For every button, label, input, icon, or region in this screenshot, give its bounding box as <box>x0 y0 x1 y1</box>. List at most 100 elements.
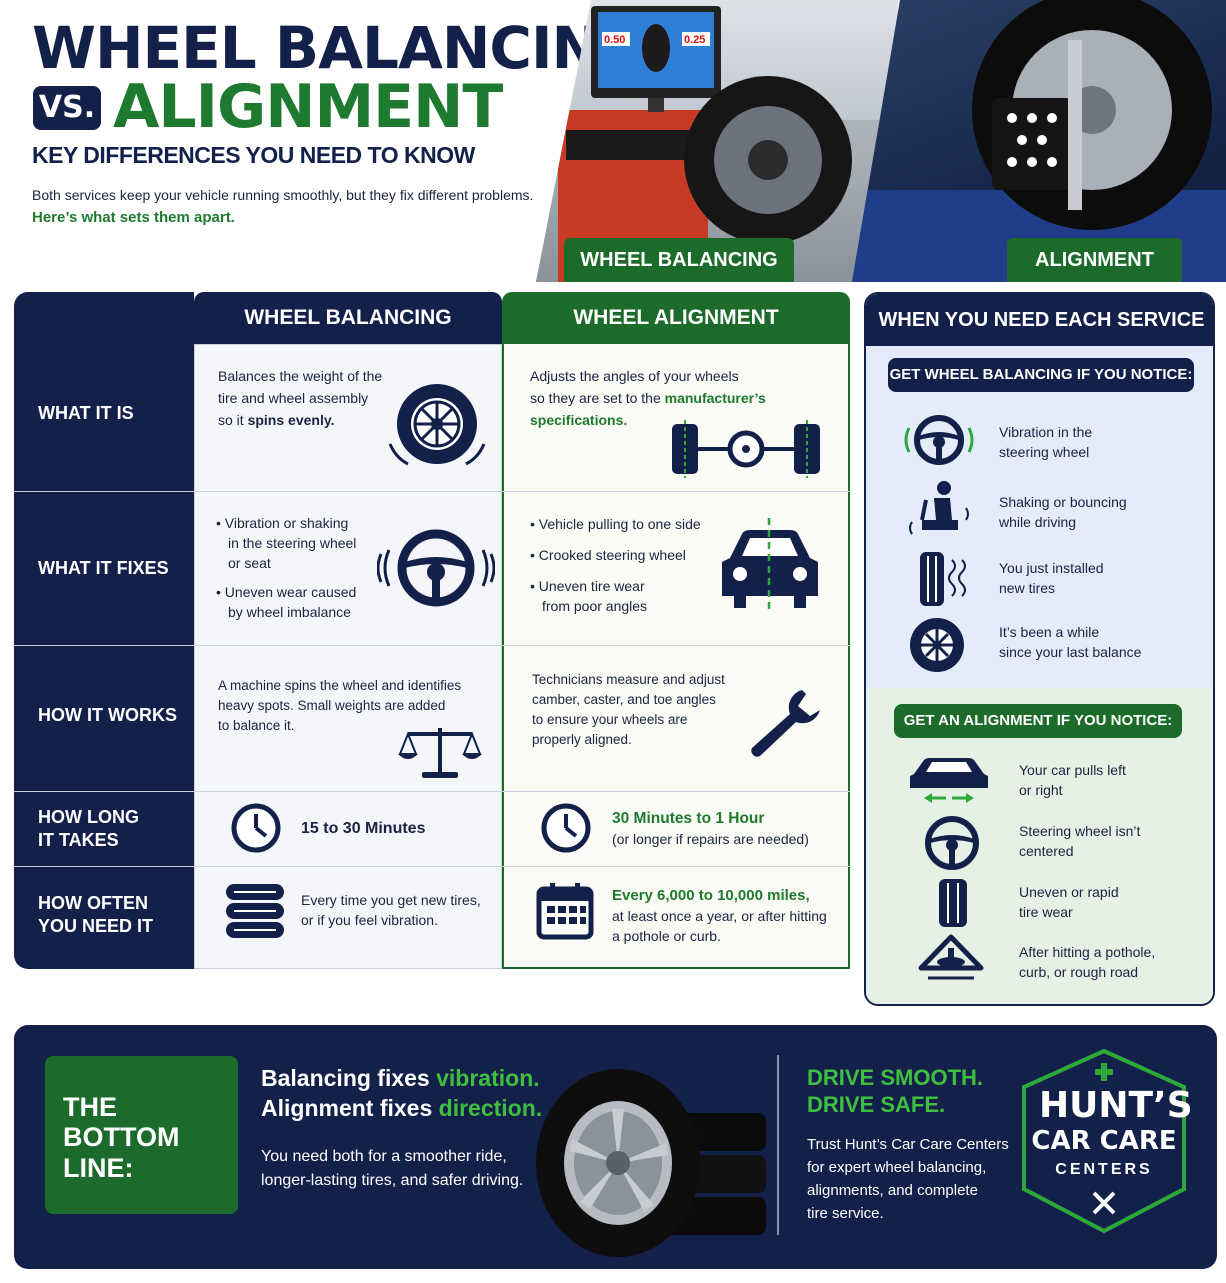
subtitle: KEY DIFFERENCES YOU NEED TO KNOW <box>32 142 475 168</box>
cell-line-emphasis: manufacturer’s <box>664 390 766 406</box>
alignment-section <box>866 688 1213 1004</box>
wrench-icon <box>751 690 820 757</box>
bottom-banner: THE BOTTOM LINE: Balancing fixes vibrati… <box>14 1025 1217 1269</box>
bullet-line: from poor angles <box>542 598 648 614</box>
cell-line: Balances the weight of the <box>218 368 383 384</box>
bullet-line: • Uneven tire wear <box>530 578 645 594</box>
sign-line: since your last balance <box>999 644 1142 660</box>
sign-line: You just installed <box>999 560 1104 576</box>
column-header-balancing: WHEEL BALANCING <box>194 292 502 344</box>
bullet-line: or seat <box>228 555 271 571</box>
spinning-wheel-icon <box>388 384 486 466</box>
row-label-line: IT TAKES <box>38 830 119 850</box>
hunts-logo-badge <box>1022 1048 1186 1234</box>
alignment-fix-2: • Crooked steering wheel <box>530 547 686 563</box>
alignment-sign-3: Uneven or rapid tire wear <box>1019 882 1119 922</box>
trust-text: Trust Hunt’s Car Care Centers for expert… <box>807 1133 1009 1225</box>
sign-line: After hitting a pothole, <box>1019 944 1156 960</box>
row-divider <box>14 866 850 867</box>
cell-line: heavy spots. Small weights are added <box>218 698 446 713</box>
sign-line: tire wear <box>1019 904 1073 920</box>
cell-line-emphasis: 30 Minutes to 1 Hour <box>612 810 765 827</box>
screen-value-right: 0.25 <box>684 34 705 46</box>
vs-badge: VS. <box>33 86 101 130</box>
trust-line: for expert wheel balancing, <box>807 1159 987 1176</box>
banner-divider <box>777 1055 779 1235</box>
screen-value-left: 0.50 <box>604 34 625 46</box>
cell-line: so it spins evenly. <box>218 409 382 431</box>
cell-line: tire and wheel assembly <box>218 390 369 406</box>
alignment-fix-3: • Uneven tire wear from poor angles <box>530 576 647 616</box>
sign-line: Shaking or bouncing <box>999 494 1127 510</box>
subtext-line: longer-lasting tires, and safer driving. <box>261 1172 524 1189</box>
logo-subtitle: CAR CARE <box>1031 1126 1177 1156</box>
cell-line-emphasis: Every 6,000 to 10,000 miles, <box>612 887 810 904</box>
steering-vibration-icon <box>904 415 974 465</box>
title-line2: ALIGNMENT <box>113 72 503 142</box>
bottom-line-label: THE <box>63 1092 117 1122</box>
axle-alignment-icon <box>672 420 820 478</box>
balancing-how-it-works: A machine spins the wheel and identifies… <box>218 676 461 736</box>
alignment-what-it-is: Adjusts the angles of your wheels so the… <box>530 365 766 431</box>
balancing-frequency: Every time you get new tires, or if you … <box>301 890 481 930</box>
bottom-line-label: BOTTOM LINE: <box>63 1122 180 1183</box>
when-you-need-panel: WHEN YOU NEED EACH SERVICE GET WHEEL BAL… <box>864 292 1215 1006</box>
cell-line: (or longer if repairs are needed) <box>612 831 809 847</box>
tire-stack-icon <box>226 884 284 938</box>
trust-line: Trust Hunt’s Car Care Centers <box>807 1136 1009 1153</box>
row-label-how-often: HOW OFTEN YOU NEED IT <box>38 892 153 938</box>
balancing-sign-4: It’s been a while since your last balanc… <box>999 622 1141 662</box>
alignment-fix-1: • Vehicle pulling to one side <box>530 516 701 532</box>
row-divider <box>14 791 850 792</box>
summary-highlight: vibration. <box>436 1065 540 1091</box>
steering-wheel-icon <box>925 816 979 870</box>
row-label-what-it-is: WHAT IT IS <box>38 403 134 423</box>
alignment-summary: Alignment fixes direction. <box>261 1095 542 1122</box>
cell-line: A machine spins the wheel and identifies <box>218 678 462 693</box>
car-front-icon <box>722 518 818 612</box>
photo-label-balancing: WHEEL BALANCING <box>564 238 794 282</box>
clock-icon <box>541 803 591 853</box>
row-divider <box>14 491 850 492</box>
cell-line: Technicians measure and adjust <box>532 672 725 687</box>
balancing-sign-3: You just installed new tires <box>999 558 1104 598</box>
row-header-column <box>14 292 194 969</box>
sign-line: new tires <box>999 580 1056 596</box>
alignment-sign-2: Steering wheel isn’t centered <box>1019 821 1140 861</box>
sign-line: Vibration in the <box>999 424 1093 440</box>
cell-line-part: so it <box>218 412 248 428</box>
subtext-line: You need both for a smoother ride, <box>261 1148 507 1165</box>
cell-line-emphasis: specifications. <box>530 412 628 428</box>
tire-tread-icon <box>939 879 967 927</box>
sign-line: Your car pulls left <box>1019 762 1126 778</box>
cell-line: Adjusts the angles of your wheels <box>530 368 739 384</box>
summary-part: Alignment fixes <box>261 1095 439 1121</box>
logo-tagline: CENTERS <box>1055 1161 1153 1178</box>
cell-line: or if you feel vibration. <box>301 912 438 928</box>
tire-stack-image <box>536 1069 766 1257</box>
balancing-pill: GET WHEEL BALANCING IF YOU NOTICE: <box>888 358 1194 392</box>
wheel-icon <box>910 618 964 672</box>
trust-line: tire service. <box>807 1205 884 1222</box>
balancing-sign-1: Vibration in the steering wheel <box>999 422 1092 462</box>
sign-line: or right <box>1019 782 1063 798</box>
row-label-what-it-fixes: WHAT IT FIXES <box>38 558 169 578</box>
bottom-line-box: THE BOTTOM LINE: <box>45 1056 238 1214</box>
bullet-line: • Vibration or shaking <box>216 515 349 531</box>
column-header-alignment: WHEEL ALIGNMENT <box>502 292 850 344</box>
alignment-sign-1: Your car pulls left or right <box>1019 760 1126 800</box>
summary-subtext: You need both for a smoother ride, longe… <box>261 1145 523 1193</box>
balancing-fix-1: • Vibration or shaking in the steering w… <box>216 513 356 573</box>
alignment-how-it-works: Technicians measure and adjust camber, c… <box>532 670 725 750</box>
alignment-pill: GET AN ALIGNMENT IF YOU NOTICE: <box>894 704 1182 738</box>
row-label-line: HOW LONG <box>38 807 139 827</box>
balancing-machine-photo: 0.50 0.25 <box>536 0 898 282</box>
cell-line-part: so they are set to the <box>530 390 665 406</box>
bullet-line: by wheel imbalance <box>228 604 351 620</box>
new-tire-icon <box>920 552 966 606</box>
sign-line: steering wheel <box>999 444 1090 460</box>
balancing-sign-2: Shaking or bouncing while driving <box>999 492 1127 532</box>
row-label-how-it-works: HOW IT WORKS <box>38 705 177 725</box>
balancing-duration: 15 to 30 Minutes <box>301 820 426 837</box>
balancing-fix-2: • Uneven wear caused by wheel imbalance <box>216 582 356 622</box>
